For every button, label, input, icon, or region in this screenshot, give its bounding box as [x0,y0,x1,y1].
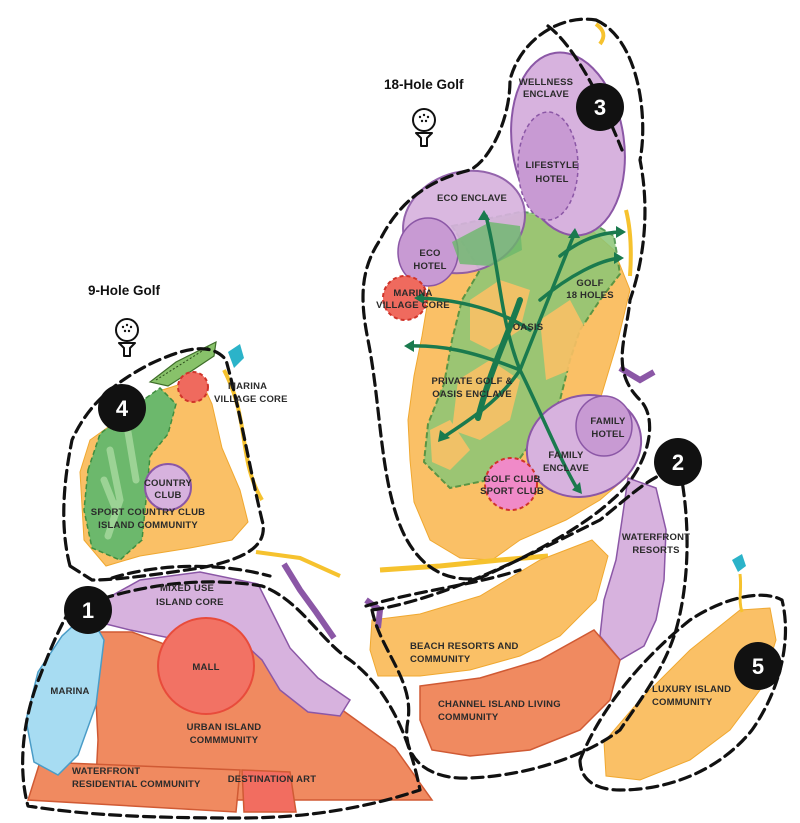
beach-resorts-zone [369,539,609,677]
destination-art-zone [241,769,297,813]
channel-island-zone [419,629,621,757]
mall-zone [157,617,255,715]
label-destination-art: DESTINATION ART [228,774,317,785]
nine-hole-golf-title: 9-Hole Golf [88,283,161,298]
label-oasis: OASIS [513,322,544,333]
lifestyle-hotel-zone [517,111,579,221]
teal-accent-west [228,344,244,368]
family-hotel-zone [575,395,633,457]
marina-village-core-west-zone [177,371,209,403]
svg-text:5: 5 [752,654,764,679]
waterfront-resorts-zone [599,476,667,661]
circulation-arrows [406,214,624,492]
country-club-zone [144,463,192,511]
marker-3: 3 [576,83,624,131]
mainland-zone-group [25,571,434,813]
svg-text:1: 1 [82,598,94,623]
mixed-use-core-zone [103,571,352,717]
label-eco-enclave: ECO ENCLAVE [437,193,507,204]
marker-5: 5 [734,642,782,690]
country-club-zone-group [79,340,264,567]
svg-text:4: 4 [116,396,129,421]
eighteen-hole-golf-title: 18-Hole Golf [384,77,464,92]
label-private-golf-oasis: PRIVATE GOLF &OASIS ENCLAVE [431,376,512,400]
waterfront-residential-zone [26,761,241,813]
label-marina: MARINA [50,686,89,697]
golf-ball-on-tee-icon [412,108,436,147]
golf-club-sport-club-zone [484,457,538,511]
golf-ball-on-tee-icon [115,318,139,357]
district-number-markers: 1 2 3 4 5 [64,83,782,690]
marker-2: 2 [654,438,702,486]
north-island-zone-group [379,22,656,573]
teal-accent-east [732,554,746,572]
marker-4: 4 [98,384,146,432]
svg-text:3: 3 [594,95,606,120]
marker-1: 1 [64,586,112,634]
svg-text:2: 2 [672,450,684,475]
label-mall: MALL [192,662,219,673]
fairway-lines [100,428,140,540]
nine-hole-course-zone [83,387,177,561]
golf-strip-zone [148,340,217,387]
east-zone-group [255,476,777,781]
